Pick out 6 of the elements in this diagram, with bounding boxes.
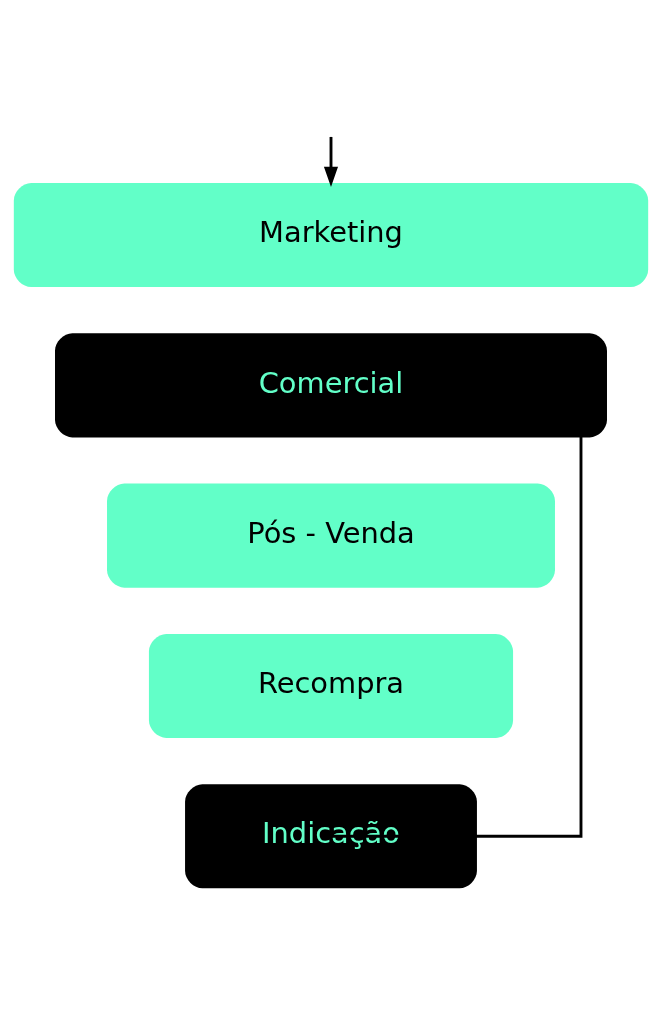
arrow	[323, 136, 339, 187]
node-box: Pós - Venda	[107, 483, 555, 588]
node-box: Marketing	[13, 183, 649, 288]
node-box: Recompra	[148, 633, 514, 738]
node-box: Indicação	[185, 784, 477, 889]
node-box: Comercial	[55, 333, 607, 438]
